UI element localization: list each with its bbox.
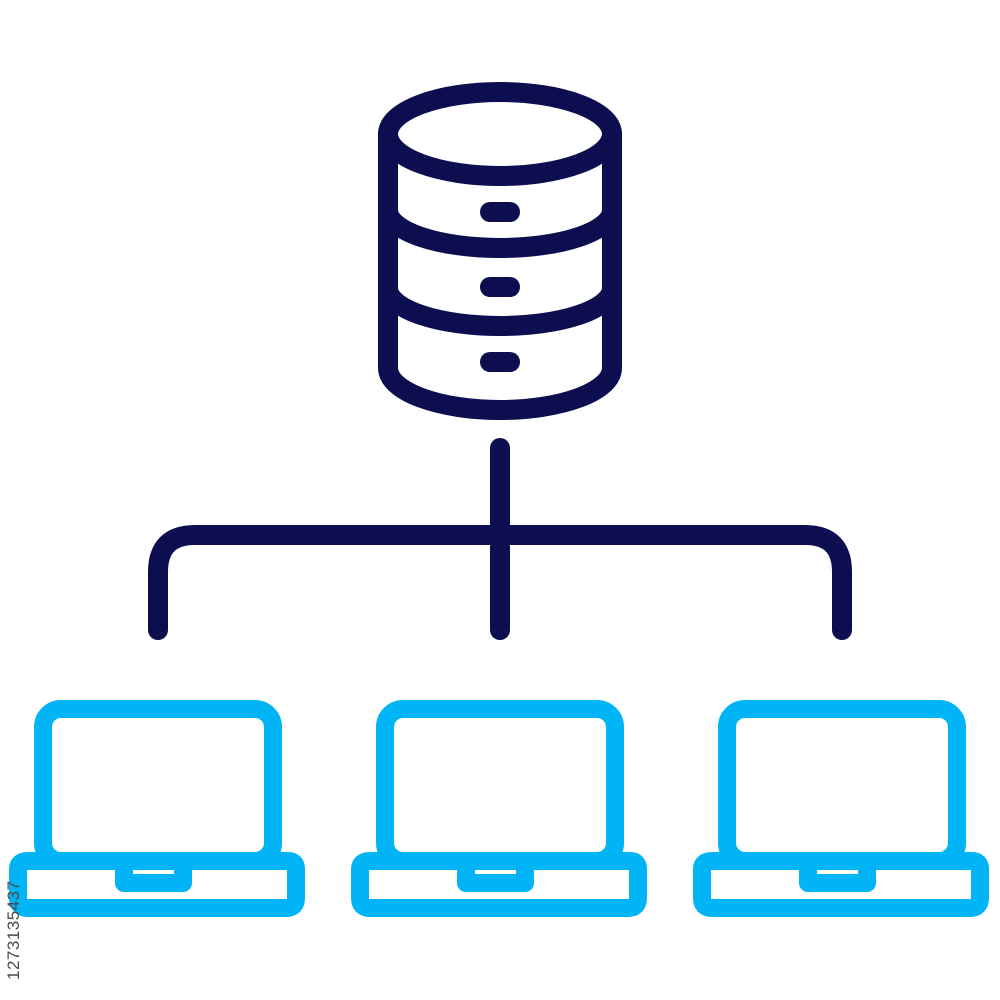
laptop-base bbox=[351, 852, 647, 917]
laptop-base bbox=[9, 852, 305, 917]
laptop-screen bbox=[376, 700, 624, 870]
connector-branch bbox=[148, 525, 852, 640]
laptop-base bbox=[693, 852, 989, 917]
laptop-icon bbox=[351, 700, 647, 917]
tree-connector bbox=[148, 438, 852, 640]
database-icon bbox=[378, 82, 622, 420]
laptop-screen bbox=[34, 700, 282, 870]
database-divider-1 bbox=[378, 200, 622, 258]
stock-id-watermark: 1273135437 bbox=[4, 880, 23, 980]
database-top bbox=[378, 82, 622, 186]
laptop-icon bbox=[9, 700, 305, 917]
laptop-screen bbox=[718, 700, 966, 870]
laptop-icon bbox=[693, 700, 989, 917]
database-divider-2 bbox=[378, 278, 622, 336]
database-body bbox=[378, 124, 622, 420]
